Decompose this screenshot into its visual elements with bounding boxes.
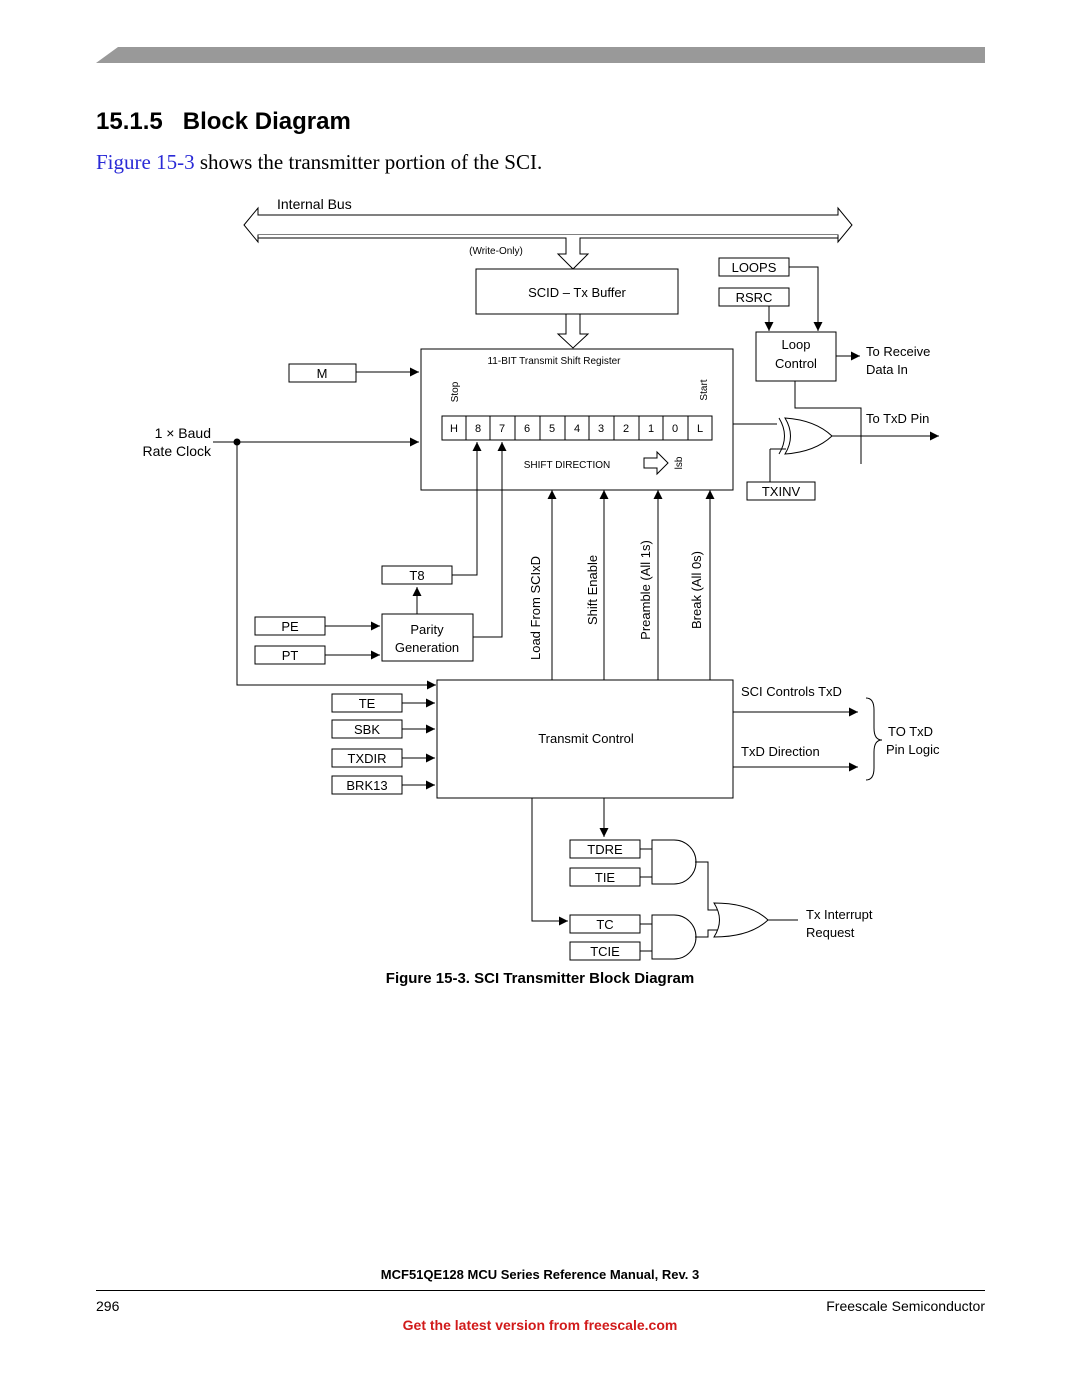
pin-logic-brace — [865, 697, 883, 781]
loop-control-label-1: Loop — [782, 337, 811, 352]
tx-buffer-box — [475, 268, 679, 315]
buffer-to-shift-arrow — [556, 314, 590, 349]
to-txd-pin-label: To TxD Pin — [866, 411, 929, 426]
txinv-xor-gate — [784, 417, 833, 455]
lsb-label: lsb — [674, 456, 685, 469]
section-title: Block Diagram — [182, 108, 351, 135]
shift-register-label: 11-BIT Transmit Shift Register — [487, 356, 621, 367]
tx-interrupt-label-2: Request — [806, 925, 855, 940]
to-txd-label-2: Pin Logic — [886, 742, 940, 757]
figure-link[interactable]: Figure 15-3 — [96, 150, 195, 174]
bit-label: 5 — [549, 423, 555, 435]
pt-label: PT — [282, 648, 299, 663]
to-receive-label-2: Data In — [866, 362, 908, 377]
bit-label: 4 — [574, 423, 580, 435]
section-number: 15.1.5 — [96, 108, 163, 135]
preamble-label: Preamble (All 1s) — [638, 540, 653, 640]
bit-label: 0 — [672, 423, 678, 435]
txd-direction-label: TxD Direction — [741, 744, 820, 759]
tcie-label: TCIE — [590, 944, 620, 959]
break-label: Break (All 0s) — [689, 551, 704, 629]
load-from-label: Load From SCIxD — [528, 556, 543, 660]
or-gate — [713, 902, 769, 938]
m-box — [288, 363, 357, 383]
rsrc-box — [718, 287, 790, 307]
bit-label: 2 — [623, 423, 629, 435]
start-label: Start — [699, 379, 710, 400]
loops-label: LOOPS — [732, 260, 777, 275]
shift-direction-label: SHIFT DIRECTION — [524, 460, 610, 471]
sci-controls-txd-label: SCI Controls TxD — [741, 684, 842, 699]
transmit-control-box — [436, 679, 734, 799]
txinv-box — [746, 481, 816, 501]
baud-label-2: Rate Clock — [143, 443, 212, 459]
write-only-label: (Write-Only) — [469, 246, 523, 257]
baud-label-1: 1 × Baud — [155, 425, 211, 441]
shift-direction-arrow — [643, 450, 669, 476]
and-gate-top — [651, 839, 697, 885]
to-txd-label-1: TO TxD — [888, 724, 933, 739]
bit-label: 1 — [648, 423, 654, 435]
parity-label-2: Generation — [395, 640, 459, 655]
bit-label: H — [450, 423, 458, 435]
bit-label: L — [697, 423, 703, 435]
transmit-control-label: Transmit Control — [538, 731, 634, 746]
footer-divider — [96, 1290, 985, 1291]
intro-paragraph: Figure 15-3 shows the transmitter portio… — [96, 150, 542, 175]
latest-version-link[interactable]: Get the latest version from freescale.co… — [402, 1317, 678, 1333]
intro-text: shows the transmitter portion of the SCI… — [194, 150, 543, 174]
bit-label: 7 — [499, 423, 505, 435]
tx-interrupt-label-1: Tx Interrupt — [806, 907, 873, 922]
bit-label: 6 — [524, 423, 530, 435]
txinv-label: TXINV — [762, 484, 801, 499]
txdir-label: TXDIR — [348, 751, 387, 766]
stop-label: Stop — [450, 381, 461, 402]
m-label: M — [317, 366, 328, 381]
page-number: 296 — [96, 1298, 120, 1314]
parity-generation-box — [381, 613, 474, 662]
brk13-label: BRK13 — [346, 778, 387, 793]
bit-label: 8 — [475, 423, 481, 435]
sbk-label: SBK — [354, 722, 380, 737]
tc-label: TC — [596, 917, 613, 932]
section-heading: 15.1.5 Block Diagram — [96, 108, 351, 136]
header-band — [96, 47, 985, 63]
shift-enable-label: Shift Enable — [585, 555, 600, 625]
bit-label: 3 — [598, 423, 604, 435]
parity-label-1: Parity — [410, 622, 444, 637]
footer-manual-title: MCF51QE128 MCU Series Reference Manual, … — [380, 1267, 700, 1282]
company-name: Freescale Semiconductor — [826, 1298, 985, 1314]
figure-caption: Figure 15-3. SCI Transmitter Block Diagr… — [385, 970, 695, 987]
internal-bus-label: Internal Bus — [277, 196, 352, 212]
te-label: TE — [359, 696, 376, 711]
loop-control-label-2: Control — [775, 356, 817, 371]
pe-label: PE — [281, 619, 299, 634]
tie-label: TIE — [595, 870, 616, 885]
tx-buffer-label: SCID – Tx Buffer — [528, 285, 626, 300]
tdre-label: TDRE — [587, 842, 623, 857]
and-gate-bottom — [651, 914, 697, 960]
t8-label: T8 — [409, 568, 424, 583]
to-receive-label-1: To Receive — [866, 344, 930, 359]
rsrc-label: RSRC — [736, 290, 773, 305]
